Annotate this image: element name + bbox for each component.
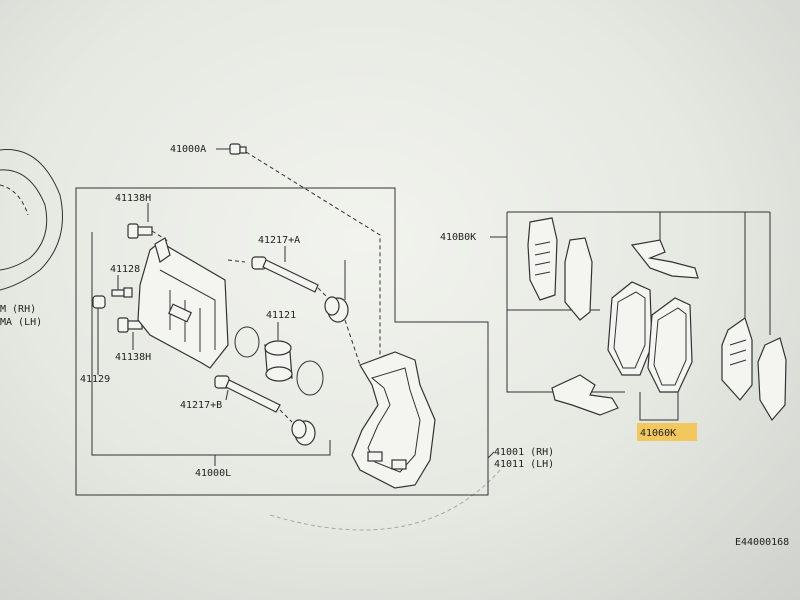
shim-right-1 [721,317,753,401]
label-41217b: 41217+B [180,400,222,411]
label-41000l: 41000L [195,468,231,479]
caliper-bracket [351,351,436,489]
figure-code: E44000168 [735,537,789,548]
label-41138h-top: 41138H [115,193,151,204]
label-left-lh: MA (LH) [0,317,42,328]
caliper-assembly-frame [75,187,489,496]
label-41129: 41129 [80,374,110,385]
label-410b0k: 410B0K [440,232,476,243]
seal-outer [296,360,324,396]
label-left-rh: M (RH) [0,304,36,315]
highlight-41060k [637,423,697,441]
pin-41217a [251,256,319,293]
bleeder-41128 [111,287,133,298]
boot-bottom [291,419,316,446]
clip-top [630,239,699,279]
caliper-body-frame [91,232,331,456]
bolt-41000a [229,143,247,155]
boot-top [324,296,349,323]
bolt-41138h-bottom [117,317,143,333]
label-41217a: 41217+A [258,235,300,246]
clip-bottom [551,374,619,416]
piston-41121 [264,340,293,382]
bolt-41138h-top [127,223,153,239]
shim-right-2 [757,337,787,422]
label-41060k: 41060K [640,428,676,439]
label-41011: 41011 (LH) [494,459,554,470]
shim-left-2 [564,237,593,321]
label-41000a: 41000A [170,144,206,155]
label-41121: 41121 [266,310,296,321]
label-41138h-bottom: 41138H [115,352,151,363]
shim-left-1 [527,217,558,301]
label-41001: 41001 (RH) [494,447,554,458]
backing-plate-fragment [0,149,63,291]
cap-41129 [92,295,106,309]
brake-pad-inner [607,281,653,376]
pin-41217b [214,375,281,413]
seal-inner [234,326,260,358]
brake-pad-outer [647,297,693,393]
caliper-body [137,237,229,369]
label-41128: 41128 [110,264,140,275]
